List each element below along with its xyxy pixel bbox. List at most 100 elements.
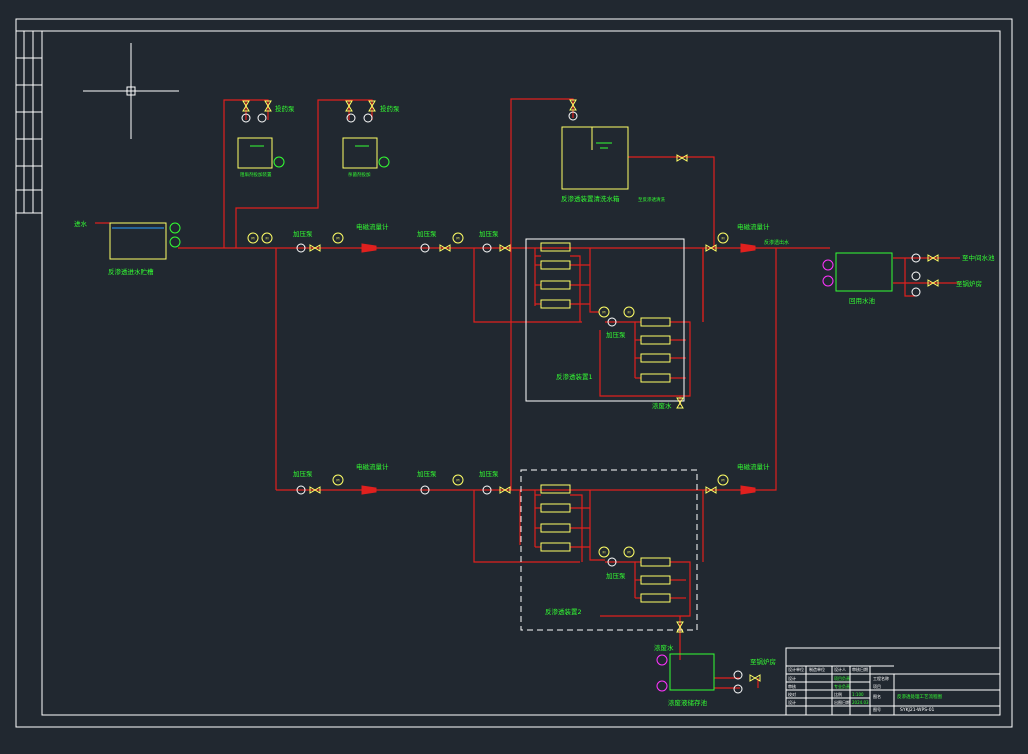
tb-label-2: 图号 [873,706,881,712]
mixer-icon [656,680,668,692]
label-cleaning-note: 至反渗透清洗 [638,196,665,203]
mixer-icon [822,275,834,287]
instrument-tag: FI [602,551,605,555]
mixer-icon [273,156,285,168]
label-concentrate-tank: 浓废液储存池 [668,698,708,707]
pressure-gauge-icon [332,232,344,244]
pump-icon [911,287,921,297]
label-booster-a1: 加压泵 [293,229,313,238]
pressure-gauge-icon [452,474,464,486]
pump-icon [420,243,430,253]
pump-icon [607,317,617,327]
mixer-icon [822,259,834,271]
pressure-gauge-icon [452,232,464,244]
tb-drawing-no: SYKJ21-WPS-01 [900,707,935,713]
instrument-tag: PI [602,311,605,315]
pump-icon [733,684,743,694]
pump-icon [607,557,617,567]
tb-header-1: 制造单位 [809,666,825,672]
labels: 进水 反渗透进水贮槽 投药泵 投药泵 阻垢剂投加装置 杀菌剂投加 反渗透装置清洗… [74,104,995,707]
inner-frame [41,30,1001,716]
label-dosing-pump-2: 投药泵 [380,104,400,113]
binding-strip [15,30,43,214]
label-ro-unit-2: 反渗透装置2 [545,607,582,616]
valves [242,99,939,682]
label-booster-b3: 加压泵 [479,469,499,478]
reuse-water-tank [835,252,893,292]
mixer-icon [169,222,181,234]
outer-frame [15,18,1013,728]
instrument-tag: PI [456,237,459,241]
instrument-tag: FI [265,237,268,241]
label-permeate-note: 反渗透出水 [764,239,789,246]
tb-drawing-title: 反渗透处理工艺流程图 [897,693,942,700]
mixer-icon [378,156,390,168]
instrument-tag: PI [251,237,254,241]
flowmeter-icon [740,243,756,253]
pump-icon [482,243,492,253]
instrument-tag: PI [336,237,339,241]
tb-row3-3: 2024.03 [852,700,869,705]
title-block-text: 设计单位 制造单位 设计人 审核日期 设计 项目负责 工程名称 审核 专业负责 … [788,666,942,713]
pumps [241,111,921,694]
instrument-tag: PI [336,479,339,483]
pump-icon [911,253,921,263]
mixers [169,156,834,692]
crosshair-cursor [83,43,179,139]
water-levels [112,142,612,229]
pump-icon [296,485,306,495]
flowmeters [361,243,756,495]
pump-icon [482,485,492,495]
dosing-tank-1 [237,137,273,169]
ro-unit-1-box [525,238,685,402]
raw-water-tank [109,222,167,260]
tb-header-3: 审核日期 [852,666,868,672]
tb-row3-0: 设计 [788,699,796,705]
title-block [785,647,1001,716]
mixer-icon [169,236,181,248]
label-to-boiler: 至锅炉房 [956,279,982,288]
pump-icon [911,271,921,281]
pressure-gauge-icon [717,474,729,486]
pressure-gauge-icon [623,306,635,318]
instrument-tag: PI [721,479,724,483]
dosing-tank-2 [342,137,378,169]
label-booster-a2: 加压泵 [417,229,437,238]
pump-icon [733,670,743,680]
cleaning-tank [561,126,629,190]
tb-label-0: 项目 [873,683,881,689]
tb-header-2: 设计人 [834,666,846,672]
instruments [247,232,729,558]
flowmeter-icon [740,485,756,495]
concentrate-tank [669,653,715,691]
tb-row2-2: 比例 [834,691,842,697]
label-cleaning-tank: 反渗透装置清洗水箱 [561,194,620,203]
instrument-tag: FI [627,311,630,315]
label-flowmeter-b-out: 电磁流量计 [737,462,770,471]
label-flowmeter-a1: 电磁流量计 [356,222,389,231]
pump-icon [568,111,578,121]
pressure-gauge-icon [717,232,729,244]
tb-row3-2: 出图日期 [834,699,850,705]
pipes [95,98,960,689]
pressure-gauge-icon [623,546,635,558]
label-reuse-tank: 回用水池 [849,296,876,305]
label-inlet: 进水 [74,219,88,228]
mixer-icon [656,654,668,666]
instrument-tag: FI [721,237,724,241]
label-dosing-tank-1: 阻垢剂投加装置 [240,171,272,178]
pump-icon [420,485,430,495]
equipment [109,126,893,691]
label-raw-tank: 反渗透进水贮槽 [108,267,154,276]
tb-label-1: 图名 [873,693,881,699]
instrument-tag: PI [627,551,630,555]
tb-row1-0: 审核 [788,683,796,689]
label-dosing-tank-2: 杀菌剂投加 [348,171,371,178]
label-ro-unit-1: 反渗透装置1 [556,372,593,381]
pump-icon [346,113,356,123]
label-booster-b2: 加压泵 [417,469,437,478]
tb-row1-2: 专业负责 [834,683,850,689]
label-concentrate-a: 浓废水 [652,401,672,410]
ro-unit-2-box [520,469,698,631]
